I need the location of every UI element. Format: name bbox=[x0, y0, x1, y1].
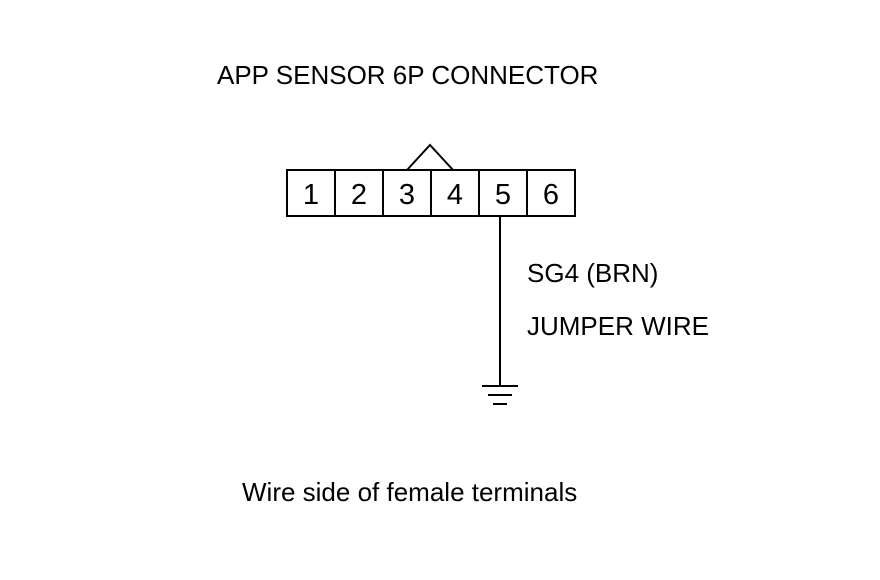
pin-number-2: 2 bbox=[351, 179, 367, 211]
pin-cell-3 bbox=[382, 169, 432, 217]
wire-color-label: SG4 (BRN) bbox=[527, 258, 658, 288]
pin-cell-1 bbox=[286, 169, 336, 217]
pin-number-5: 5 bbox=[495, 179, 511, 211]
pin-number-4: 4 bbox=[447, 179, 463, 211]
pin-cell-5 bbox=[478, 169, 528, 217]
connector-body: 1 2 3 4 5 6 bbox=[286, 169, 576, 217]
connector-lock-tab bbox=[406, 143, 454, 171]
ground-icon bbox=[482, 385, 518, 405]
jumper-wire-label: JUMPER WIRE bbox=[527, 311, 709, 341]
pin-number-6: 6 bbox=[543, 179, 559, 211]
pin-cell-6 bbox=[526, 169, 576, 217]
diagram-caption: Wire side of female terminals bbox=[242, 477, 577, 507]
diagram-title: APP SENSOR 6P CONNECTOR bbox=[217, 60, 598, 90]
pin-number-3: 3 bbox=[399, 179, 415, 211]
pin-cell-2 bbox=[334, 169, 384, 217]
pin-number-1: 1 bbox=[303, 179, 319, 211]
